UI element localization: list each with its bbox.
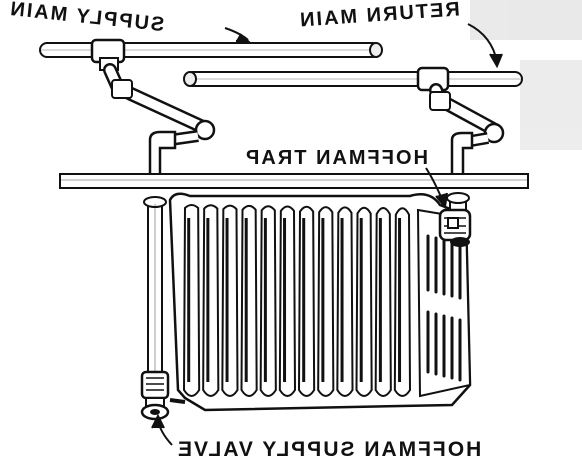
hoffman-supply-valve (140, 370, 186, 421)
background-noise (470, 0, 582, 150)
supply-main-arrowhead (235, 33, 252, 44)
radiator-section (182, 204, 201, 397)
valve-arrowhead (151, 413, 165, 429)
radiator-section (393, 207, 412, 397)
floor-beam (59, 173, 529, 189)
supply-runout-pipe (103, 63, 216, 177)
radiator-section (259, 205, 277, 397)
return-runout-pipe (416, 66, 505, 177)
radiator-sections (182, 204, 412, 397)
trap-arrowhead (435, 192, 448, 210)
return-main-pipe (183, 71, 523, 87)
return-main-arrowhead (489, 53, 503, 69)
radiator-section (297, 205, 316, 397)
radiator-section (202, 204, 220, 397)
radiator-section (221, 204, 239, 397)
radiator-section (374, 207, 392, 397)
radiator-section (336, 206, 354, 397)
hoffman-trap (438, 192, 472, 247)
radiator (168, 192, 472, 412)
radiator-end-grille (426, 234, 462, 382)
label-leader-lines (151, 23, 503, 446)
radiator-section (240, 204, 258, 397)
radiator-section (317, 206, 335, 397)
radiator-section (355, 206, 373, 397)
hoffman-trap-label: HOFFMAN TRAP (244, 147, 428, 169)
hoffman-supply-valve-label: HOFFMAN SUPPLY VALVE (176, 438, 482, 461)
radiator-section (278, 205, 297, 397)
supply-riser-pipe (143, 196, 167, 379)
